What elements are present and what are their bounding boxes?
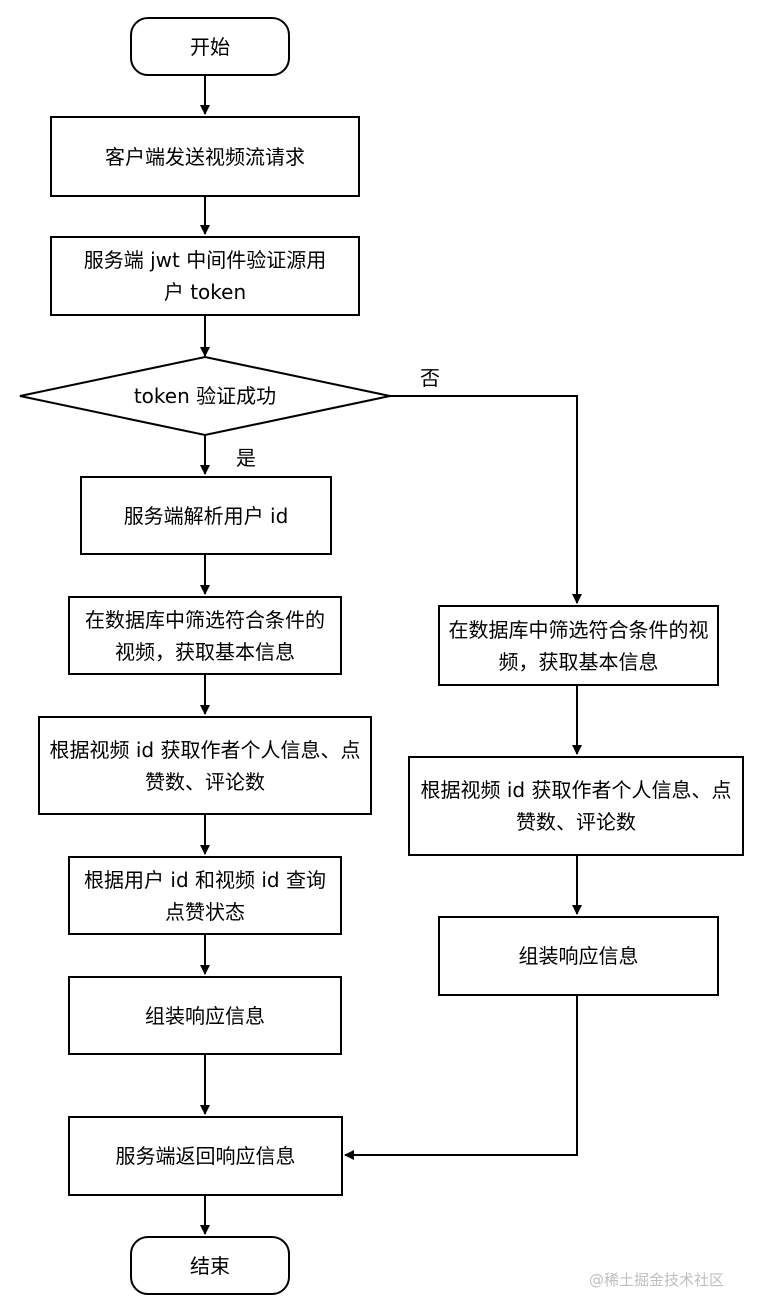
edge-assemble-right-to-return (344, 996, 578, 1160)
filter-left-label: 在数据库中筛选符合条件的视频，获取基本信息 (85, 607, 325, 664)
client-request-label: 客户端发送视频流请求 (105, 144, 305, 169)
no-label: 否 (420, 366, 440, 390)
author-info-right-node: 根据视频 id 获取作者个人信息、点赞数、评论数 (408, 756, 744, 856)
watermark: @稀土掘金技术社区 (589, 1271, 725, 1289)
start-node: 开始 (130, 17, 290, 76)
return-response-label: 服务端返回响应信息 (115, 1144, 296, 1168)
edge-decision-no-to-filter-right (390, 395, 582, 604)
return-response-node: 服务端返回响应信息 (68, 1116, 343, 1196)
start-label: 开始 (190, 34, 230, 59)
filter-right-label: 在数据库中筛选符合条件的视频，获取基本信息 (448, 617, 709, 674)
assemble-left-label: 组装响应信息 (145, 1003, 265, 1028)
like-status-node: 根据用户 id 和视频 id 查询点赞状态 (68, 856, 342, 935)
decision-label: token 验证成功 (133, 384, 277, 408)
end-node: 结束 (130, 1236, 290, 1295)
yes-label: 是 (236, 446, 256, 470)
assemble-left-node: 组装响应信息 (68, 976, 342, 1055)
like-status-label: 根据用户 id 和视频 id 查询点赞状态 (84, 867, 326, 924)
parse-user-id-node: 服务端解析用户 id (80, 476, 332, 555)
jwt-verify-node: 服务端 jwt 中间件验证源用户 token (50, 236, 360, 316)
assemble-right-node: 组装响应信息 (438, 916, 719, 996)
parse-user-id-label: 服务端解析用户 id (123, 503, 289, 528)
filter-right-node: 在数据库中筛选符合条件的视频，获取基本信息 (438, 605, 719, 686)
client-request-node: 客户端发送视频流请求 (50, 116, 360, 197)
assemble-right-label: 组装响应信息 (518, 944, 639, 968)
filter-left-node: 在数据库中筛选符合条件的视频，获取基本信息 (68, 596, 342, 675)
author-info-left-node: 根据视频 id 获取作者个人信息、点赞数、评论数 (38, 716, 372, 815)
author-info-left-label: 根据视频 id 获取作者个人信息、点赞数、评论数 (49, 737, 361, 794)
end-label: 结束 (190, 1253, 230, 1278)
jwt-verify-label: 服务端 jwt 中间件验证源用户 token (83, 248, 327, 304)
author-info-right-label: 根据视频 id 获取作者个人信息、点赞数、评论数 (420, 778, 732, 834)
decision-diamond (19, 355, 391, 437)
